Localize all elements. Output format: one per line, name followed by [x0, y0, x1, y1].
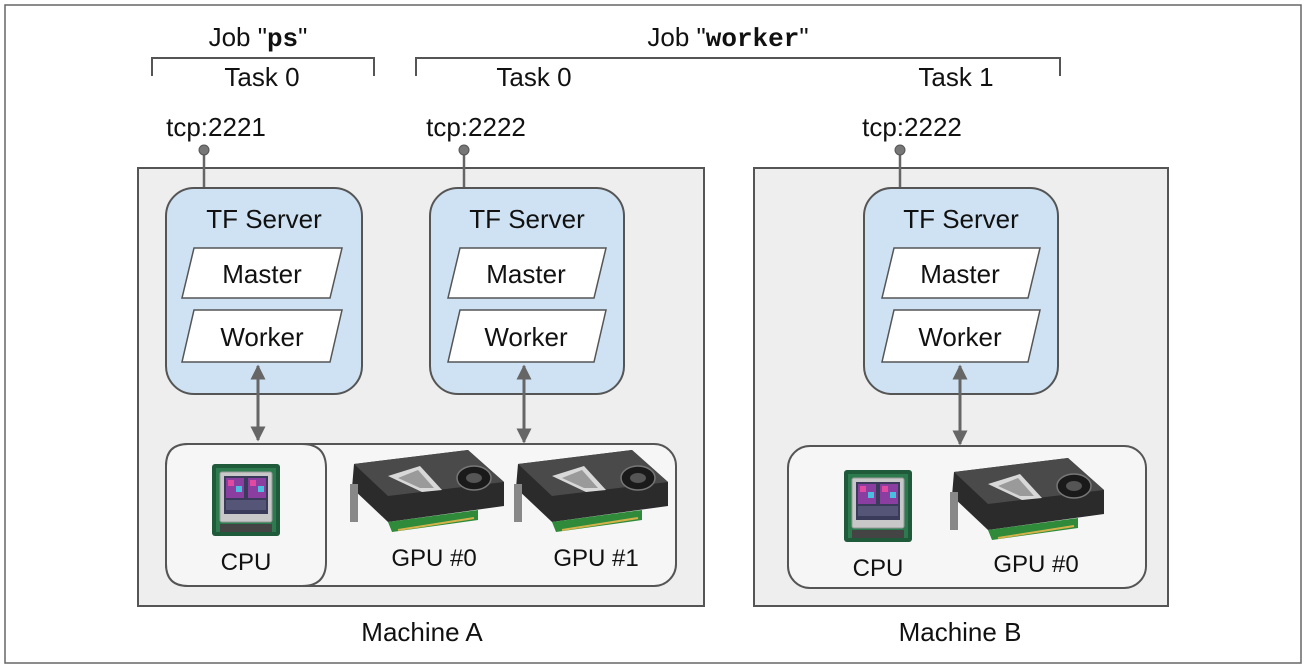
job-ps-label: Job "ps" [209, 22, 308, 54]
tf-server-worker-1: TF Server Master Worker [863, 187, 1059, 395]
master-box [181, 247, 343, 299]
master-box [881, 247, 1041, 299]
machine-b-gpu0-label: GPU #0 [993, 551, 1078, 578]
task-worker-0-label: Task 0 [496, 62, 571, 92]
job-worker-label: Job "worker" [647, 22, 808, 54]
port-worker-0-connector [458, 144, 470, 188]
tf-server-title: TF Server [206, 204, 322, 234]
master-box [447, 247, 607, 299]
task-ps-0-label: Task 0 [224, 62, 299, 92]
job-worker-bracket [415, 57, 1061, 76]
port-ps-0-label: tcp:2221 [166, 112, 266, 142]
tf-server-ps-0: TF Server Master Worker [165, 187, 363, 395]
port-worker-0-label: tcp:2222 [426, 112, 526, 142]
job-ps-bracket [151, 57, 375, 76]
port-worker-1-label: tcp:2222 [862, 112, 962, 142]
machine-a-gpu0-label: GPU #0 [391, 545, 476, 572]
tf-server-title: TF Server [469, 204, 585, 234]
worker-label: Worker [918, 322, 1002, 352]
master-label: Master [486, 259, 566, 289]
machine-b-devices-box [787, 445, 1147, 589]
machine-b-label: Machine B [899, 617, 1022, 647]
worker-box [881, 309, 1041, 363]
master-label: Master [920, 259, 1000, 289]
machine-a-cpu-label: CPU [221, 549, 272, 576]
cpu-chip-icon [211, 463, 281, 537]
port-ps-0-connector [198, 144, 210, 188]
tf-server-worker-0: TF Server Master Worker [429, 187, 625, 395]
worker-label: Worker [220, 322, 304, 352]
tf-server-title: TF Server [903, 204, 1019, 234]
machine-b-cpu-label: CPU [853, 555, 904, 582]
port-worker-1-connector [894, 144, 906, 188]
worker-box [181, 309, 343, 363]
master-label: Master [222, 259, 302, 289]
worker-box [447, 309, 607, 363]
worker-label: Worker [484, 322, 568, 352]
task-worker-1-label: Task 1 [918, 62, 993, 92]
machine-a-gpu1-label: GPU #1 [553, 545, 638, 572]
cpu-chip-icon [843, 469, 913, 543]
machine-a-label: Machine A [361, 617, 483, 647]
